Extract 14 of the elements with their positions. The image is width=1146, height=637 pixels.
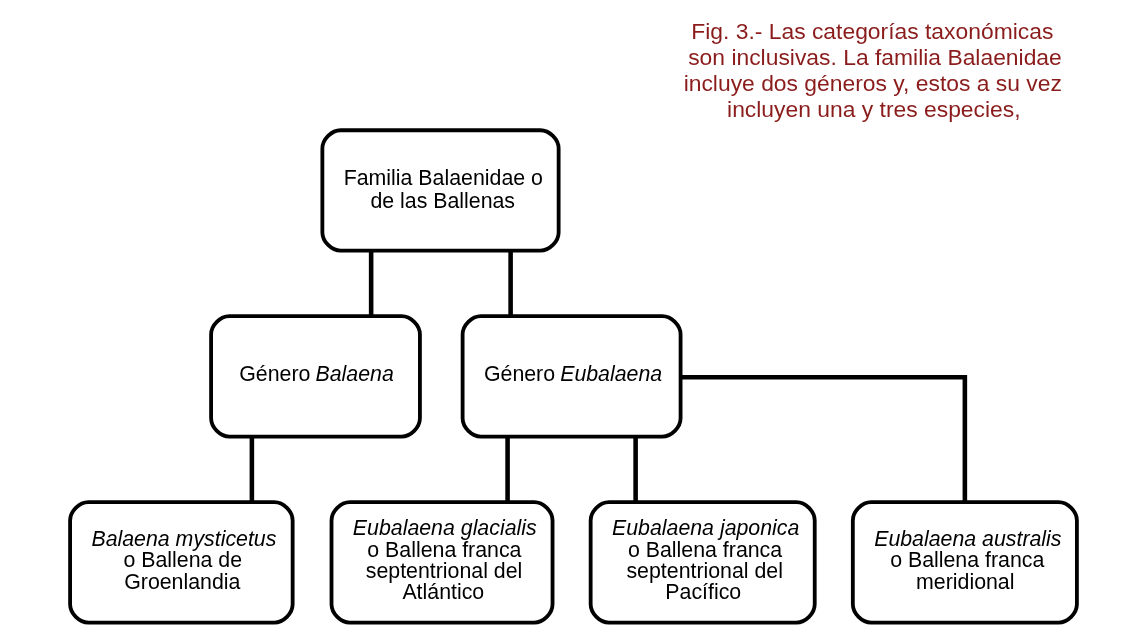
node-box: Eubalaena japonica o Ballena franca septentrional del Pacífico (588, 500, 817, 625)
connector (504, 436, 510, 502)
node-box: Género Eubalaena (460, 314, 682, 439)
node-box: Género Balaena (208, 314, 422, 439)
connector (507, 250, 513, 316)
connector (680, 374, 967, 502)
node-box: Familia Balaenidae o de las Ballenas (319, 128, 561, 253)
node-box: Eubalaena glacialis o Ballena franca septentrional del Atlántico (329, 500, 554, 625)
connector (632, 436, 638, 502)
connector (368, 250, 373, 316)
node-box: Eubalaena australis o Ballena franca meridional (850, 500, 1079, 625)
node-box: Balaena mysticetus o Ballena de Groenlandia (67, 500, 295, 625)
connector (249, 436, 254, 502)
caption: Fig. 3.- Las categorías taxonómicas son inclusivas. La familia Balaenidae incluye dos géneros y, estos a su vez incluyen una y tres especies, (683, 17, 1062, 122)
